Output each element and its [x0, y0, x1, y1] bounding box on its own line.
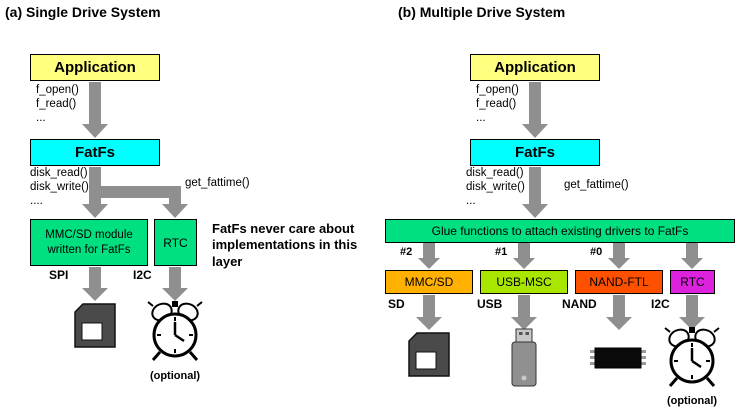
arrow-usbmsc-to-usbstick: [511, 295, 537, 330]
sd-card-icon: [408, 332, 450, 377]
arrow-fatfs-to-rtc-bent: [95, 186, 188, 218]
call-label: ....: [30, 195, 43, 207]
arrow-mmc-module-to-sdcard: [82, 267, 108, 301]
call-label: disk_write(): [466, 181, 525, 193]
arrow-glue-to-usbmsc: [513, 243, 535, 269]
bus-label-i2c: I2C: [651, 297, 670, 311]
arrow-glue-to-nandftl: [608, 243, 630, 269]
glue-functions-box: Glue functions to attach existing driver…: [385, 219, 735, 243]
panel-a-title: (a) Single Drive System: [5, 4, 161, 20]
fatfs-box-b: FatFs: [470, 139, 600, 166]
nand-chip-icon: [590, 346, 646, 370]
application-box-a: Application: [30, 54, 160, 81]
alarm-clock-icon: [664, 326, 720, 388]
note-text: FatFs never care about implementations i…: [212, 221, 358, 269]
driver-box-rtc: RTC: [670, 270, 715, 294]
arrow-app-to-fatfs-b: [522, 82, 548, 138]
driver-box-mmcsd: MMC/SD: [385, 270, 473, 294]
drive-number-label: #2: [400, 246, 413, 258]
call-label: f_read(): [36, 98, 77, 110]
arrow-rtc-to-clock-b: [679, 295, 705, 330]
application-box-b: Application: [470, 54, 600, 81]
call-label: disk_read(): [30, 167, 88, 179]
bus-label-sd: SD: [388, 297, 405, 311]
rtc-box-a: RTC: [154, 219, 197, 266]
get-fattime-label-b: get_fattime(): [564, 179, 629, 191]
call-label: disk_read(): [466, 167, 524, 179]
arrow-fatfs-to-glue: [522, 167, 548, 218]
drive-number-label: #0: [590, 246, 603, 258]
call-label: f_read(): [476, 98, 517, 110]
drive-number-label: #1: [495, 246, 508, 258]
bus-label-usb: USB: [477, 297, 503, 311]
arrow-rtc-to-clock-a: [162, 267, 188, 301]
get-fattime-label-a: get_fattime(): [185, 177, 250, 189]
arrow-mmcsd-to-sdcard: [416, 295, 442, 330]
fatfs-box-a: FatFs: [30, 139, 160, 166]
driver-box-usbmsc: USB-MSC: [480, 270, 568, 294]
panel-b-title: (b) Multiple Drive System: [398, 4, 566, 20]
i2c-label-a: I2C: [133, 268, 152, 282]
optional-label-a: (optional): [149, 370, 201, 382]
alarm-clock-icon: [147, 300, 203, 362]
call-label: f_open(): [476, 84, 519, 96]
call-label: f_open(): [36, 84, 79, 96]
call-label: ...: [476, 112, 486, 124]
usb-stick-icon: [507, 328, 541, 388]
bus-label-nand: NAND: [562, 297, 597, 311]
spi-label: SPI: [49, 268, 69, 282]
sd-card-icon: [74, 303, 116, 348]
mmc-module-box: MMC/SD module written for FatFs: [30, 219, 148, 266]
arrow-app-to-fatfs-a: [82, 82, 108, 138]
call-label: ...: [36, 112, 46, 124]
arrow-glue-to-rtc: [681, 243, 703, 269]
call-label: disk_write(): [30, 181, 89, 193]
call-label: ...: [466, 195, 476, 207]
arrow-nandftl-to-chip: [606, 295, 632, 330]
driver-box-nandftl: NAND-FTL: [575, 270, 663, 294]
optional-label-b: (optional): [666, 395, 718, 407]
arrow-glue-to-mmcsd: [418, 243, 440, 269]
